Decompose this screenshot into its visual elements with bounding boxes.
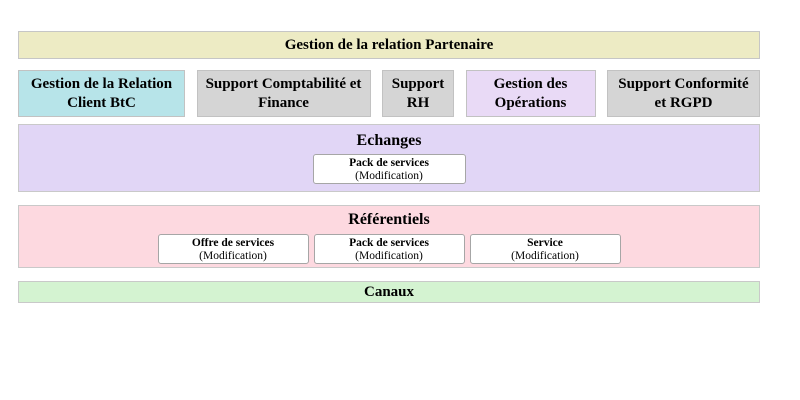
band-canaux: Canaux <box>18 281 760 303</box>
band-echanges-title: Echanges <box>356 132 422 149</box>
card-subtitle: (Modification) <box>355 170 423 182</box>
band-referentiels-title: Référentiels <box>348 211 430 228</box>
card-subtitle: (Modification) <box>199 250 267 262</box>
card-service: Service (Modification) <box>469 234 621 264</box>
card-pack-de-services-referentiels: Pack de services (Modification) <box>313 234 465 264</box>
card-subtitle: (Modification) <box>355 250 423 262</box>
card-subtitle: (Modification) <box>511 250 579 262</box>
domain-box-gestion-des-operations: Gestion des Opérations <box>465 70 596 117</box>
partner-relationship-banner: Gestion de la relation Partenaire <box>18 31 760 59</box>
band-canaux-title: Canaux <box>363 284 415 300</box>
band-echanges: Echanges Pack de services (Modification) <box>18 124 760 192</box>
domain-box-relation-client-btc: Gestion de la Relation Client BtC <box>18 70 185 117</box>
band-referentiels: Référentiels Offre de services (Modifica… <box>18 205 760 268</box>
card-pack-de-services-echanges: Pack de services (Modification) <box>312 154 466 184</box>
domain-box-support-comptabilite-finance: Support Comptabilité et Finance <box>196 70 371 117</box>
band-referentiels-cards: Offre de services (Modification) Pack de… <box>19 234 759 264</box>
card-title: Service <box>527 237 563 249</box>
card-title: Pack de services <box>349 157 429 169</box>
card-title: Pack de services <box>349 237 429 249</box>
domain-box-support-rh: Support RH <box>382 70 454 117</box>
domain-row: Gestion de la Relation Client BtC Suppor… <box>18 70 760 117</box>
domain-box-support-conformite-rgpd: Support Conformité et RGPD <box>607 70 760 117</box>
card-offre-de-services: Offre de services (Modification) <box>157 234 309 264</box>
card-title: Offre de services <box>191 237 275 249</box>
band-echanges-cards: Pack de services (Modification) <box>19 154 759 184</box>
